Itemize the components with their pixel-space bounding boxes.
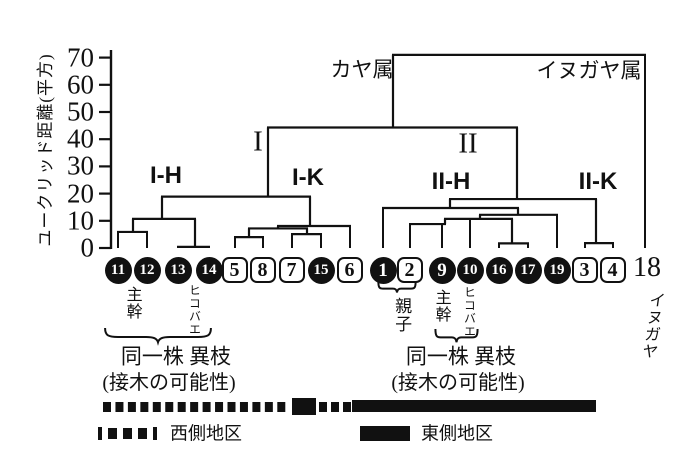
legend-west-swatch-3 bbox=[138, 428, 147, 439]
district-mid-dash-2 bbox=[343, 402, 351, 412]
leaf-badge-12: 12 bbox=[133, 257, 161, 284]
label-trunk-west: 主幹 bbox=[123, 286, 141, 320]
leaf-badge-15: 15 bbox=[307, 257, 335, 284]
legend-east-label: 東側地区 bbox=[421, 423, 493, 444]
y-tick-label-30: 30 bbox=[67, 150, 94, 181]
legend-west-swatch-4 bbox=[153, 427, 157, 440]
district-dash-8 bbox=[202, 402, 211, 412]
label-sprout-west: ヒコバエ bbox=[187, 284, 202, 336]
leaf-badge-16: 16 bbox=[485, 257, 513, 284]
brace-same-plant-east bbox=[435, 329, 477, 342]
leaf-badge-5: 5 bbox=[221, 257, 248, 283]
district-dash-0 bbox=[103, 402, 111, 412]
y-tick-label-20: 20 bbox=[67, 178, 94, 209]
leaf-badge-6: 6 bbox=[336, 257, 363, 283]
label-parent-child: 親子 bbox=[392, 297, 412, 333]
leaf-badge-7: 7 bbox=[278, 257, 305, 283]
district-dash-14 bbox=[277, 402, 286, 412]
district-dash-9 bbox=[215, 402, 224, 412]
label-cluster-1h: I-H bbox=[150, 162, 182, 190]
label-inugaya-genus: イヌガヤ属 bbox=[536, 58, 642, 83]
district-dash-1 bbox=[115, 402, 124, 412]
district-dash-13 bbox=[264, 402, 273, 412]
note-same-plant-east: 同一株 異枝 bbox=[405, 344, 517, 369]
note-graft-east: (接木の可能性) bbox=[391, 372, 525, 395]
leaf-badge-17: 17 bbox=[514, 257, 542, 284]
brace-same-plant-west bbox=[105, 328, 211, 342]
label-cluster-1: I bbox=[253, 125, 263, 158]
label-cluster-2k: II-K bbox=[578, 168, 618, 196]
leaf-label-18: 18 bbox=[633, 251, 661, 283]
district-dash-2 bbox=[127, 402, 136, 412]
label-cluster-1k: I-K bbox=[292, 164, 324, 192]
leaf-badge-4: 4 bbox=[599, 257, 626, 283]
label-sprout-east: ヒコバエ bbox=[462, 286, 477, 338]
leaf-badge-19: 19 bbox=[543, 257, 571, 284]
leaf-badge-8: 8 bbox=[249, 257, 276, 283]
district-large-block bbox=[292, 398, 316, 415]
y-tick-label-40: 40 bbox=[67, 123, 94, 154]
district-dash-4 bbox=[152, 402, 161, 412]
y-tick-label-10: 10 bbox=[67, 205, 94, 236]
legend-east-swatch bbox=[360, 426, 410, 441]
leaf-badge-2: 2 bbox=[396, 257, 423, 283]
district-dash-6 bbox=[177, 402, 186, 412]
label-kaya-genus: カヤ属 bbox=[330, 57, 394, 82]
y-tick-label-60: 60 bbox=[67, 69, 94, 100]
legend-west-swatch-2 bbox=[123, 428, 132, 439]
note-graft-west: (接木の可能性) bbox=[102, 372, 236, 395]
leaf-badge-3: 3 bbox=[571, 257, 598, 283]
label-trunk-east: 主幹 bbox=[432, 289, 450, 323]
y-tick-label-70: 70 bbox=[67, 42, 94, 73]
leaf-badge-14: 14 bbox=[195, 257, 223, 284]
district-dash-5 bbox=[165, 402, 174, 412]
district-mid-dash-1 bbox=[331, 402, 339, 412]
y-axis-title: ユークリッド距離(平方) bbox=[35, 53, 55, 247]
leaf-badge-9: 9 bbox=[428, 257, 456, 284]
note-same-plant-west: 同一株 異枝 bbox=[120, 344, 232, 369]
legend-west-label: 西側地区 bbox=[170, 423, 242, 444]
district-mid-dash-0 bbox=[319, 402, 327, 412]
district-dash-7 bbox=[190, 402, 199, 412]
district-solid-bar bbox=[352, 400, 596, 412]
leaf-badge-11: 11 bbox=[104, 257, 132, 284]
label-cluster-2h: II-H bbox=[431, 168, 471, 196]
leaf-badge-10: 10 bbox=[456, 257, 484, 284]
legend-west-swatch-1 bbox=[108, 428, 117, 439]
leaf-badge-13: 13 bbox=[164, 257, 192, 284]
y-tick-label-50: 50 bbox=[67, 96, 94, 127]
district-dash-10 bbox=[227, 402, 236, 412]
y-tick-label-0: 0 bbox=[80, 232, 95, 263]
label-cluster-2: II bbox=[458, 127, 478, 160]
legend-west-swatch-0 bbox=[98, 427, 102, 440]
district-dash-3 bbox=[140, 402, 149, 412]
district-dash-12 bbox=[252, 402, 261, 412]
leaf-badge-1: 1 bbox=[369, 257, 397, 284]
brace-parent-child bbox=[378, 282, 415, 292]
district-dash-11 bbox=[239, 402, 248, 412]
